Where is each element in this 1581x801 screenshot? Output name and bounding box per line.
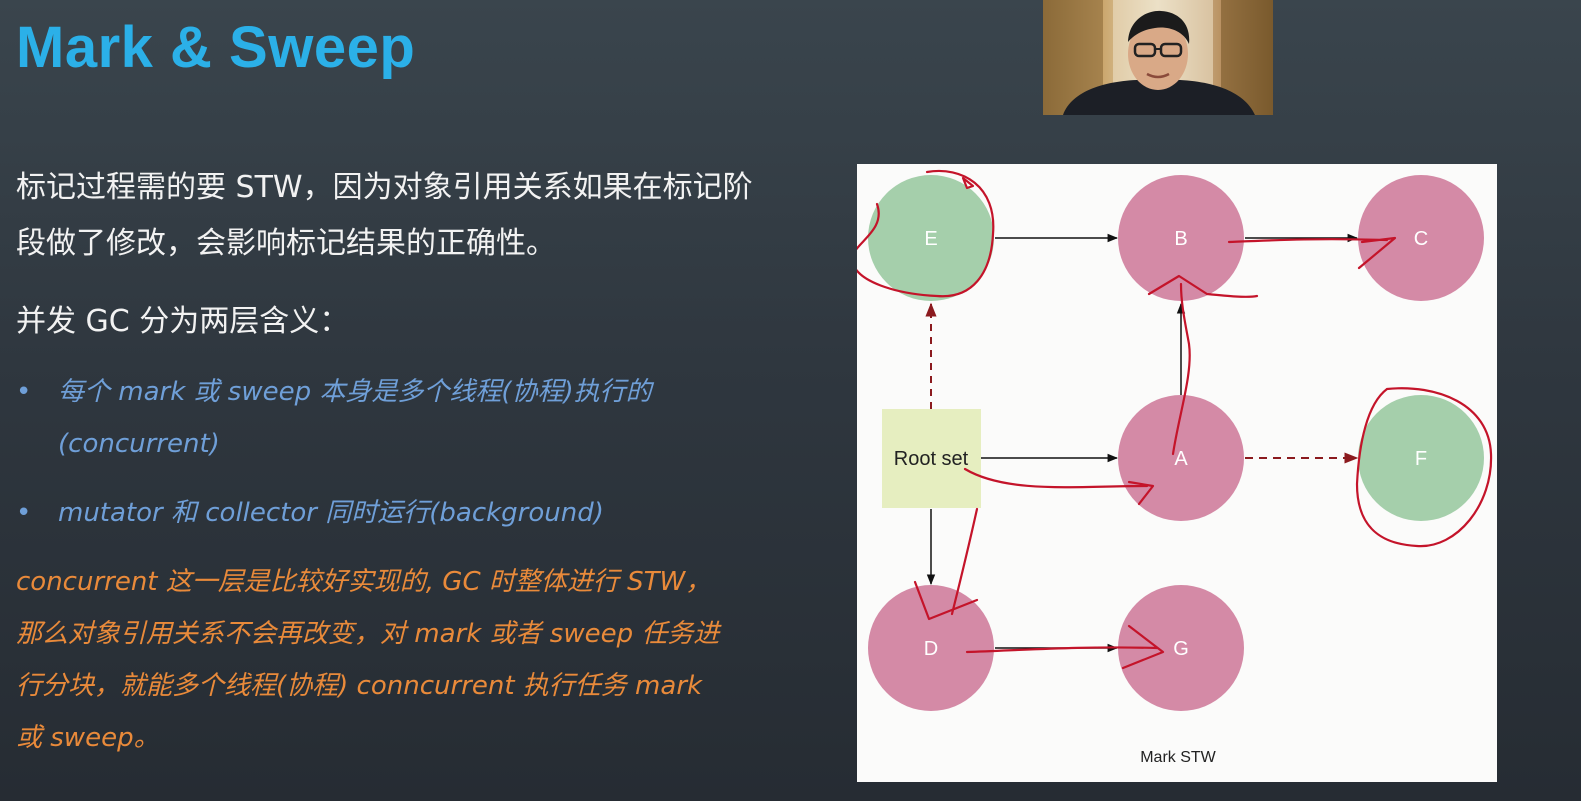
root-set-label: Root set — [894, 448, 969, 470]
node-e-label: E — [924, 228, 937, 250]
pen-arrow-d-g — [965, 624, 1165, 670]
bullet-dot-icon: • — [16, 377, 32, 407]
bullet-item-background: • mutator 和 collector 同时运行(background) — [16, 487, 738, 539]
node-d-label: D — [924, 638, 938, 660]
paragraph-concurrent-gc: 并发 GC 分为两层含义： — [16, 304, 350, 339]
paragraph-stw-reason: 标记过程需的要 STW，因为对象引用关系如果在标记阶段做了修改，会影响标记结果的… — [16, 170, 753, 261]
mark-stw-diagram: E B C A F D G Root set — [857, 164, 1497, 782]
pen-arrow-root-d — [913, 507, 979, 621]
pen-arrow-root-a — [963, 467, 1155, 506]
node-g: G — [1118, 585, 1244, 711]
node-a-label: A — [1174, 448, 1188, 470]
node-b: B — [1118, 175, 1244, 301]
object-graph: E B C A F D G Root set — [857, 169, 1493, 766]
slide-title: Mark & Sweep — [16, 15, 416, 80]
bullet-text: 每个 mark 或 sweep 本身是多个线程(协程)执行的 (concurre… — [58, 377, 652, 459]
node-c: C — [1358, 175, 1484, 301]
node-f: F — [1358, 395, 1484, 521]
pen-arrow-a-b — [1147, 274, 1259, 456]
bullet-item-concurrent: • 每个 mark 或 sweep 本身是多个线程(协程)执行的 (concur… — [16, 366, 738, 470]
note-concurrent-explanation: concurrent 这一层是比较好实现的, GC 时整体进行 STW，那么对象… — [16, 567, 720, 753]
node-g-label: G — [1173, 638, 1189, 660]
pen-arrow-b-c — [1227, 236, 1397, 270]
pen-annotations — [857, 169, 1493, 670]
bullet-dot-icon: • — [16, 498, 32, 528]
pen-cursor-mark — [961, 176, 975, 190]
node-f-label: F — [1415, 448, 1427, 470]
presenter-video-feed — [1043, 0, 1273, 115]
presenter-avatar-icon — [1043, 0, 1273, 115]
pen-circle-e — [857, 169, 995, 298]
node-d: D — [868, 585, 994, 711]
diagram-caption: Mark STW — [1140, 749, 1216, 766]
bullet-text: mutator 和 collector 同时运行(background) — [58, 498, 604, 528]
node-c-label: C — [1414, 228, 1428, 250]
node-e: E — [868, 175, 994, 301]
root-set-node: Root set — [882, 409, 981, 508]
pen-circle-f — [1355, 387, 1493, 548]
node-b-label: B — [1174, 228, 1187, 250]
